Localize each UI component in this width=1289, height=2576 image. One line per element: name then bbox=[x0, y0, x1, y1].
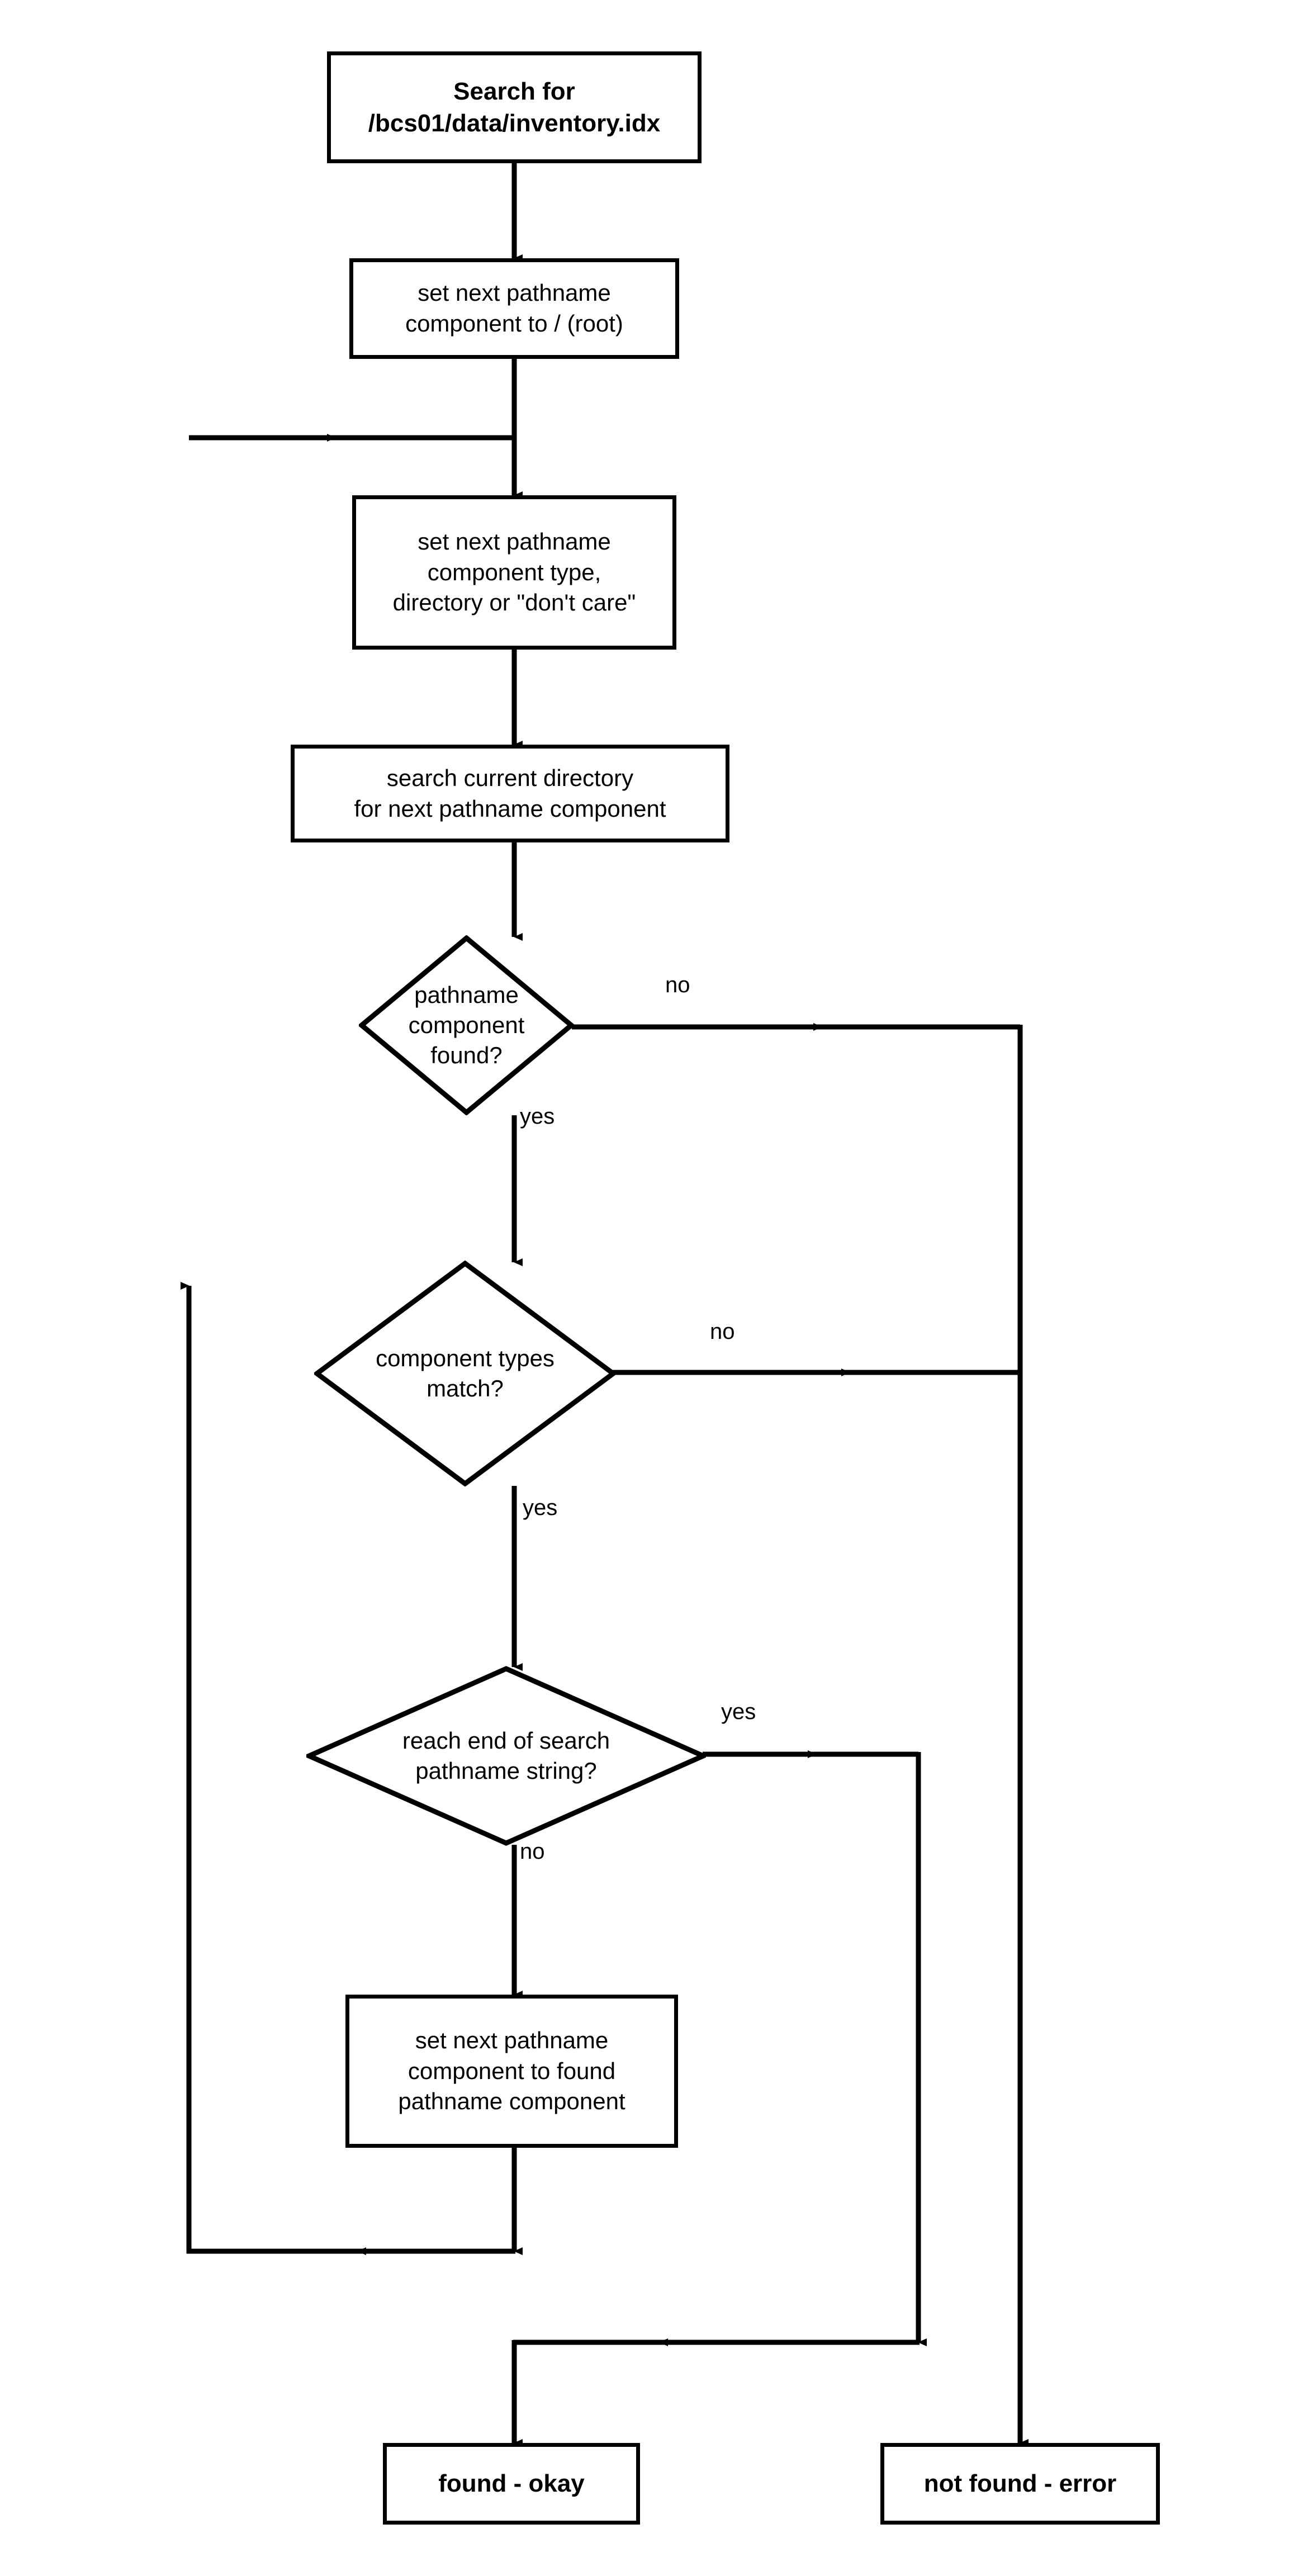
start-node-label: Search for /bcs01/data/inventory.idx bbox=[368, 77, 661, 137]
process-set-found-component[interactable]: set next pathname component to found pat… bbox=[345, 1995, 678, 2148]
edge-label-component-found-no: no bbox=[665, 973, 690, 997]
decision-types-match[interactable]: component types match? bbox=[312, 1260, 618, 1487]
decision-types-match-label: component types match? bbox=[376, 1345, 555, 1401]
edge-label-end-of-pathname-yes: yes bbox=[721, 1699, 756, 1724]
process-set-component-type[interactable]: set next pathname component type, direct… bbox=[352, 495, 676, 650]
process-search-directory-label: search current directory for next pathna… bbox=[354, 764, 666, 822]
process-set-root-component-label: set next pathname component to / (root) bbox=[405, 280, 623, 337]
process-search-directory[interactable]: search current directory for next pathna… bbox=[291, 745, 729, 842]
edge-label-types-match-yes: yes bbox=[523, 1495, 558, 1520]
edge-label-component-found-yes: yes bbox=[520, 1104, 555, 1129]
terminator-not-found-error-label: not found - error bbox=[923, 2470, 1117, 2498]
decision-component-found[interactable]: pathname component found? bbox=[357, 935, 576, 1116]
decision-types-match-shape bbox=[312, 1260, 618, 1487]
process-set-component-type-label: set next pathname component type, direct… bbox=[392, 528, 636, 616]
decision-end-of-pathname-shape bbox=[302, 1666, 710, 1846]
terminator-found-okay-label: found - okay bbox=[438, 2470, 585, 2498]
process-set-found-component-label: set next pathname component to found pat… bbox=[398, 2027, 625, 2115]
start-node[interactable]: Search for /bcs01/data/inventory.idx bbox=[327, 51, 702, 163]
decision-end-of-pathname[interactable]: reach end of search pathname string? bbox=[302, 1666, 710, 1846]
terminator-found-okay[interactable]: found - okay bbox=[383, 2443, 640, 2525]
terminator-not-found-error[interactable]: not found - error bbox=[880, 2443, 1160, 2525]
edge-label-types-match-no: no bbox=[710, 1319, 735, 1344]
decision-component-found-shape bbox=[357, 935, 576, 1116]
decision-end-of-pathname-label: reach end of search pathname string? bbox=[402, 1727, 610, 1784]
edge-label-end-of-pathname-no: no bbox=[520, 1839, 545, 1864]
decision-component-found-label: pathname component found? bbox=[408, 982, 525, 1068]
process-set-root-component[interactable]: set next pathname component to / (root) bbox=[349, 258, 679, 359]
